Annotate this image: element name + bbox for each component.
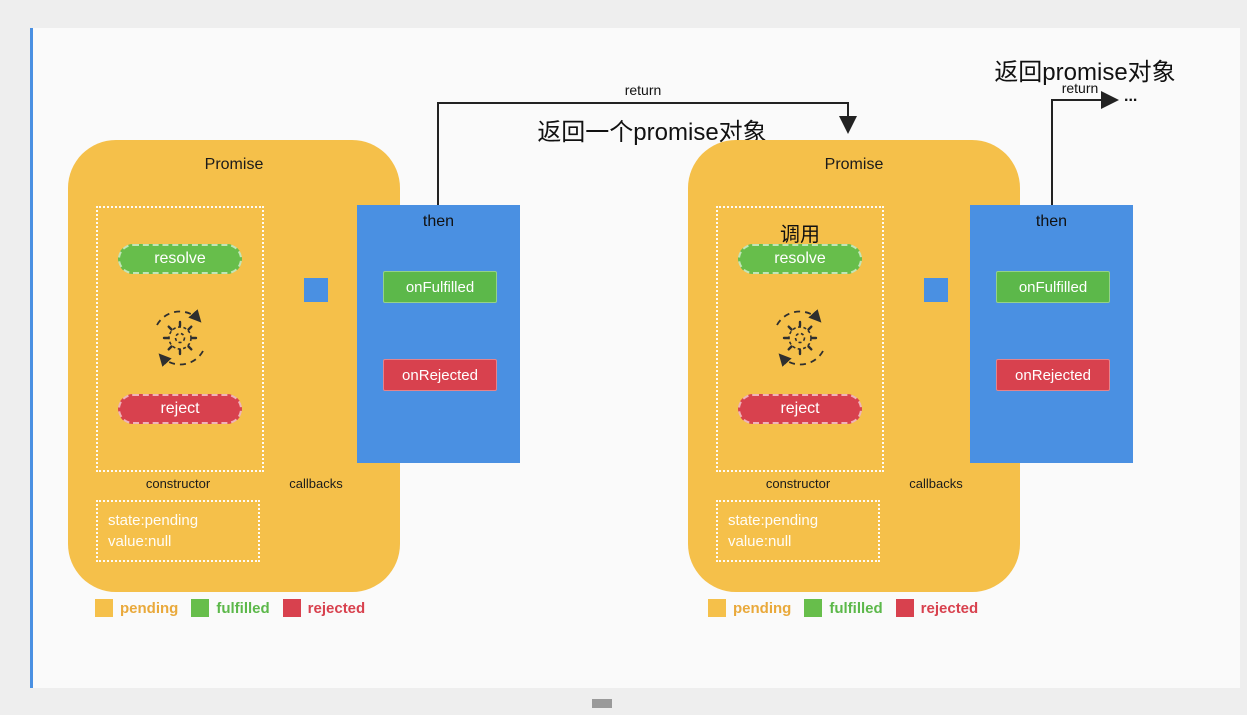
- constructor-box: [96, 206, 264, 472]
- rejected-swatch: [282, 599, 301, 617]
- value-line: value:null: [728, 533, 792, 550]
- bottom-tick: [592, 699, 612, 708]
- then-title: then: [1035, 213, 1068, 230]
- legend-2: pending fulfilled rejected: [708, 599, 978, 617]
- state-box: state:pending value:null: [96, 500, 260, 562]
- onrejected-button: onRejected: [996, 359, 1110, 391]
- fulfilled-label: fulfilled: [829, 599, 883, 617]
- callbacks-square: [924, 278, 948, 302]
- fulfilled-swatch: [804, 599, 823, 617]
- promise-card-1: Promise resolve: [68, 140, 400, 592]
- pending-swatch: [708, 599, 726, 617]
- onfulfilled-button: onFulfilled: [996, 271, 1110, 303]
- resolve-pill: resolve: [738, 244, 862, 274]
- return-label-2: return: [1061, 80, 1099, 96]
- fulfilled-swatch: [191, 599, 210, 617]
- gear-cycle-icon: [776, 309, 824, 367]
- pending-swatch: [95, 599, 113, 617]
- pending-label: pending: [733, 599, 792, 617]
- reject-pill: reject: [738, 394, 862, 424]
- then-title: then: [422, 213, 455, 230]
- onrejected-button: onRejected: [383, 359, 497, 391]
- rejected-swatch: [895, 599, 914, 617]
- pending-label: pending: [120, 599, 179, 617]
- then-box-2: then onFulfilled onRejected: [970, 205, 1133, 463]
- ellipsis-label: ...: [1124, 88, 1138, 105]
- constructor-box: [716, 206, 884, 472]
- rejected-label: rejected: [307, 599, 366, 617]
- promise-title: Promise: [824, 156, 884, 173]
- callbacks-label: callbacks: [289, 476, 343, 491]
- promise-title: Promise: [204, 156, 264, 173]
- legend-1: pending fulfilled rejected: [95, 599, 365, 617]
- constructor-label: constructor: [145, 476, 211, 491]
- promise-card-2: Promise 调用 resolve: [688, 140, 1020, 592]
- fulfilled-label: fulfilled: [216, 599, 270, 617]
- constructor-label: constructor: [765, 476, 831, 491]
- return-label-1: return: [624, 82, 662, 98]
- state-box: state:pending value:null: [716, 500, 880, 562]
- value-line: value:null: [108, 533, 172, 550]
- returns-promise-object-label: 返回promise对象: [994, 59, 1176, 86]
- onfulfilled-button: onFulfilled: [383, 271, 497, 303]
- rejected-label: rejected: [920, 599, 979, 617]
- reject-pill: reject: [118, 394, 242, 424]
- resolve-pill: resolve: [118, 244, 242, 274]
- gear-cycle-icon: [156, 309, 204, 367]
- then-box-1: then onFulfilled onRejected: [357, 205, 520, 463]
- callbacks-square: [304, 278, 328, 302]
- executor-gear: [762, 300, 838, 376]
- state-line: state:pending: [728, 512, 819, 529]
- callbacks-label: callbacks: [909, 476, 963, 491]
- executor-gear: [142, 300, 218, 376]
- state-line: state:pending: [108, 512, 199, 529]
- call-annotation: 调用: [780, 224, 820, 246]
